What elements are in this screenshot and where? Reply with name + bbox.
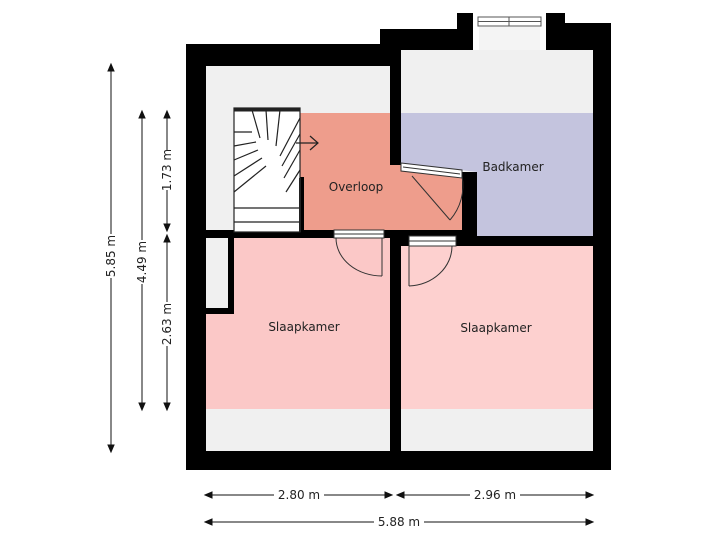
doors [333, 162, 464, 287]
dim-left-total: 5.85 m [104, 235, 118, 277]
room-label-slaapkamer-left: Slaapkamer [268, 320, 339, 334]
slaapkamer-right-zone [401, 246, 593, 409]
slaapkamer-left-zone [206, 238, 390, 409]
cupboard [206, 238, 228, 308]
room-zones [206, 113, 593, 409]
staircase [233, 107, 319, 233]
top-window [473, 13, 546, 55]
dim-bottom-right: 2.96 m [474, 488, 516, 502]
room-label-overloop: Overloop [329, 180, 384, 194]
overloop-zone [300, 113, 462, 232]
dim-bottom-left: 2.80 m [278, 488, 320, 502]
room-label-slaapkamer-right: Slaapkamer [460, 321, 531, 335]
room-labels: Overloop Badkamer Slaapkamer Slaapkamer [268, 160, 543, 335]
dimension-label-bg [104, 150, 520, 529]
dim-left-lower: 2.63 m [160, 303, 174, 345]
dim-left-upper: 1.73 m [160, 149, 174, 191]
interior-walls [206, 50, 593, 451]
dim-bottom-total: 5.88 m [378, 515, 420, 529]
badkamer-zone [401, 113, 593, 236]
dim-left-middle: 4.49 m [135, 241, 149, 283]
dimension-labels: 5.85 m 4.49 m 1.73 m 2.63 m 2.80 m 2.96 … [104, 149, 516, 529]
room-label-badkamer: Badkamer [482, 160, 543, 174]
